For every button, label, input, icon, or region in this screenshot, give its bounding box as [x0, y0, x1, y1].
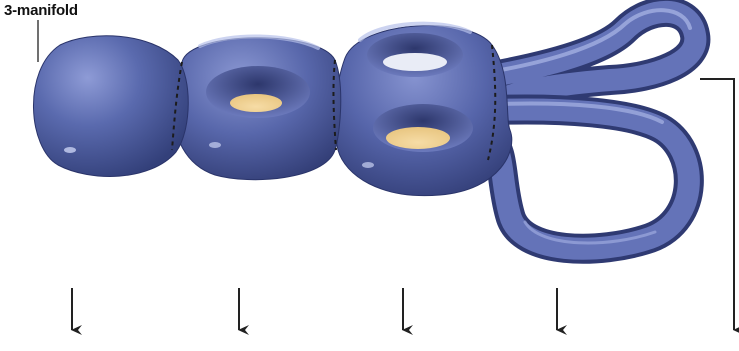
right-bracket: [700, 79, 734, 325]
arrows: [72, 288, 734, 330]
upper-hole: [383, 53, 447, 71]
double-torus: [335, 24, 512, 196]
manifold-label: 3-manifold: [4, 2, 78, 19]
torus-hole: [230, 94, 282, 112]
torus: [175, 36, 341, 179]
lower-hole: [386, 127, 450, 149]
